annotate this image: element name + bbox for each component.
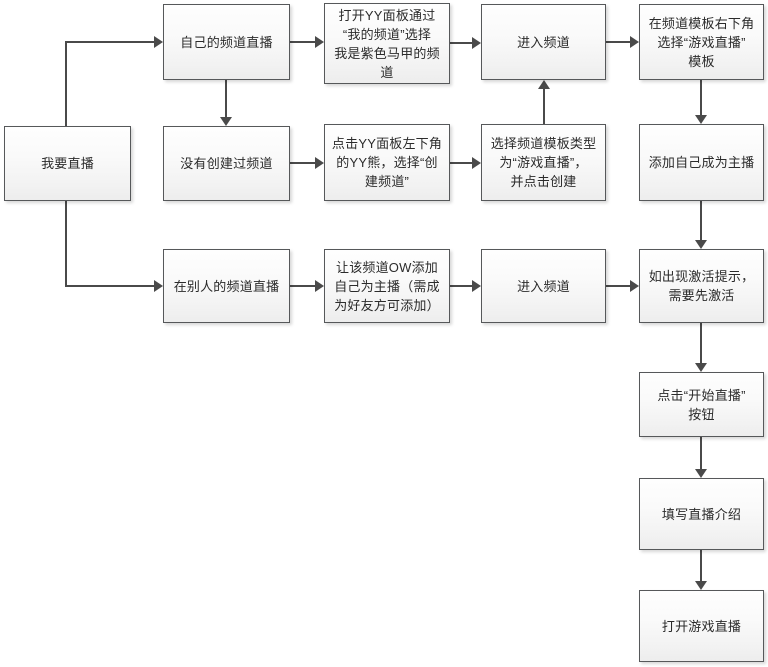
edge-open-yy-panel-to-enter-channel-top (450, 37, 481, 49)
node-add-self-host-label: 添加自己成为主播 (648, 155, 755, 170)
node-own-channel[interactable]: 自己的频道直播 (163, 4, 290, 80)
node-own-channel-label: 自己的频道直播 (180, 34, 273, 50)
node-enter-channel-top-label: 进入频道 (517, 34, 570, 50)
edge-click-yy-bear-to-select-type (450, 157, 481, 169)
node-fill-intro-label: 填写直播介绍 (661, 506, 742, 522)
edge-ask-ow-to-enter-channel-bottom (450, 280, 481, 292)
node-enter-channel-top[interactable]: 进入频道 (481, 4, 606, 80)
edge-select-type-to-enter-channel-top (538, 80, 550, 124)
node-open-game-live[interactable]: 打开游戏直播 (639, 590, 764, 662)
node-start[interactable]: 我要直播 (4, 126, 131, 201)
node-click-yy-bear[interactable]: 点击YY面板左下角 的YY熊，选择“创 建频道” (324, 124, 450, 201)
node-no-channel-label: 没有创建过频道 (180, 156, 273, 171)
node-click-yy-bear-label: 点击YY面板左下角 的YY熊，选择“创 建频道” (331, 136, 443, 189)
node-pick-template[interactable]: 在频道模板右下角 选择“游戏直播” 模板 (639, 4, 764, 80)
node-add-self-host[interactable]: 添加自己成为主播 (639, 124, 764, 201)
node-pick-template-label: 在频道模板右下角 选择“游戏直播” 模板 (648, 15, 755, 69)
node-activate-hint-label: 如出现激活提示， 需要先激活 (648, 269, 755, 303)
edge-click-start-live-to-fill-intro (695, 437, 707, 478)
edge-activate-hint-to-click-start-live (695, 323, 707, 372)
node-ask-ow-label: 让该频道OW添加 自己为主播（需成 为好友方可添加） (334, 259, 440, 313)
node-click-start-live-label: 点击“开始直播” 按钮 (657, 387, 746, 422)
edge-others-channel-to-ask-ow (290, 280, 324, 292)
edge-own-channel-to-no-channel (220, 80, 232, 126)
edge-start-to-others-channel (65, 201, 163, 292)
node-start-label: 我要直播 (41, 156, 94, 171)
node-others-channel-label: 在别人的频道直播 (173, 278, 280, 294)
edge-fill-intro-to-open-game-live (695, 550, 707, 590)
node-enter-channel-bottom-label: 进入频道 (517, 278, 570, 294)
edge-no-channel-to-click-yy-bear (290, 157, 324, 169)
edge-start-to-own-channel (65, 36, 163, 126)
edge-enter-channel-top-to-pick-template (606, 36, 639, 48)
node-no-channel[interactable]: 没有创建过频道 (163, 126, 290, 201)
node-open-game-live-label: 打开游戏直播 (661, 618, 742, 634)
node-enter-channel-bottom[interactable]: 进入频道 (481, 249, 606, 323)
edge-pick-template-to-add-self-host (695, 80, 707, 124)
node-ask-ow[interactable]: 让该频道OW添加 自己为主播（需成 为好友方可添加） (324, 249, 450, 323)
node-fill-intro[interactable]: 填写直播介绍 (639, 478, 764, 550)
node-open-yy-panel[interactable]: 打开YY面板通过 “我的频道”选择 我是紫色马甲的频 道 (324, 3, 450, 84)
node-select-type[interactable]: 选择频道模板类型 为“游戏直播”， 并点击创建 (481, 124, 606, 201)
node-select-type-label: 选择频道模板类型 为“游戏直播”， 并点击创建 (490, 136, 597, 189)
edge-add-self-host-to-activate-hint (695, 201, 707, 249)
edge-enter-channel-bottom-to-activate-hint (606, 280, 639, 292)
edge-own-channel-to-open-yy-panel (290, 36, 324, 48)
node-others-channel[interactable]: 在别人的频道直播 (163, 249, 290, 323)
node-click-start-live[interactable]: 点击“开始直播” 按钮 (639, 372, 764, 437)
node-activate-hint[interactable]: 如出现激活提示， 需要先激活 (639, 249, 764, 323)
node-open-yy-panel-label: 打开YY面板通过 “我的频道”选择 我是紫色马甲的频 道 (334, 7, 440, 80)
